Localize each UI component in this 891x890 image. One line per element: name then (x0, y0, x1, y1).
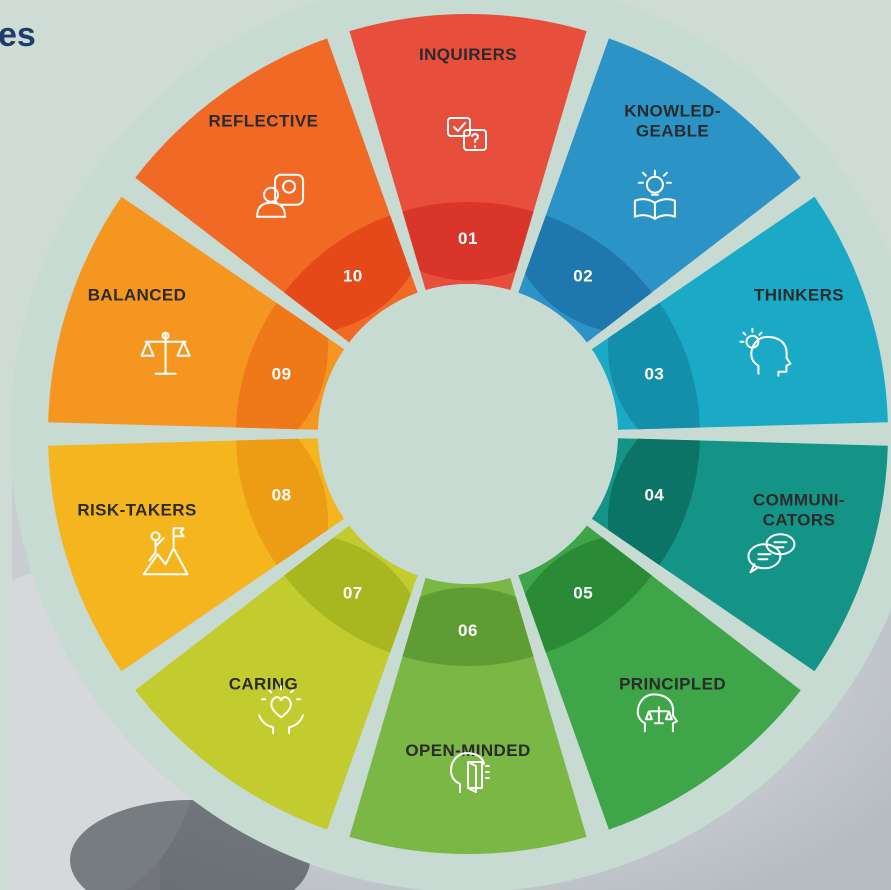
wheel-label-01: INQUIRERS (419, 45, 517, 64)
wheel-tab-03 (607, 302, 700, 430)
wheel-label-09: BALANCED (88, 285, 187, 304)
head-scales-icon (636, 693, 678, 733)
wheel-label-line: GEABLE (636, 121, 709, 140)
wheel-tab-07 (284, 537, 411, 653)
wheel-label-05: PRINCIPLED (619, 675, 726, 694)
wheel-number-tabs: 01 02 03 04 05 06 07 08 09 10 (236, 202, 700, 667)
wheel-number-07: 07 (343, 584, 363, 603)
wheel-label-10: REFLECTIVE (209, 111, 319, 130)
wheel-label-02: KNOWLED-GEABLE (624, 101, 721, 140)
wheel-label-04: COMMUNI-CATORS (753, 491, 845, 530)
wheel-label-line: OPEN-MINDED (405, 741, 530, 760)
wheel-label-line: INQUIRERS (419, 45, 517, 64)
climber-flag-icon (142, 527, 189, 576)
person-mirror-icon (256, 173, 305, 218)
wheel-label-line: PRINCIPLED (619, 675, 726, 694)
open-head-door-icon (450, 752, 490, 793)
wheel-tab-08 (236, 438, 329, 566)
wheel-label-08: RISK-TAKERS (77, 501, 196, 520)
wheel-label-line: REFLECTIVE (209, 111, 319, 130)
page-title-fragment: es (0, 16, 36, 54)
wheel-tab-05 (525, 537, 652, 653)
wheel-number-06: 06 (458, 621, 478, 640)
wheel-tab-10 (284, 215, 411, 331)
wheel-number-04: 04 (644, 486, 664, 505)
wheel-tab-06 (402, 587, 534, 667)
background-mint-edge (0, 410, 12, 890)
wheel-number-08: 08 (272, 486, 292, 505)
wheel-hub (318, 284, 618, 584)
wheel-number-03: 03 (644, 364, 664, 383)
wheel-label-line: KNOWLED- (624, 101, 721, 120)
wheel-labels: INQUIRERSKNOWLED-GEABLETHINKERSCOMMUNI-C… (77, 45, 845, 760)
book-lightbulb-icon (633, 169, 676, 220)
wheel-label-line: CATORS (763, 511, 836, 530)
wheel-number-01: 01 (458, 229, 478, 248)
wheel-label-line: THINKERS (754, 285, 844, 304)
wheel-tab-02 (525, 215, 652, 331)
head-idea-icon (739, 327, 792, 377)
wheel-label-line: BALANCED (88, 285, 187, 304)
wheel-tab-04 (607, 438, 700, 566)
question-chat-icon (447, 117, 487, 151)
wheel-label-07: CARING (229, 675, 298, 694)
wheel-tab-01 (402, 202, 534, 281)
wheel-label-line: RISK-TAKERS (77, 501, 196, 520)
wheel-label-line: CARING (229, 675, 298, 694)
wheel-label-line: COMMUNI- (753, 491, 845, 510)
heart-hands-icon (258, 685, 305, 735)
wheel-number-02: 02 (573, 266, 593, 285)
wheel-label-03: THINKERS (754, 285, 844, 304)
speech-bubbles-icon (747, 533, 796, 574)
wheel-label-06: OPEN-MINDED (405, 741, 530, 760)
wheel-number-10: 10 (343, 266, 363, 285)
wheel-icons (140, 117, 796, 793)
wheel-number-09: 09 (272, 364, 292, 383)
wheel-number-05: 05 (573, 584, 593, 603)
balance-scale-icon (140, 331, 191, 375)
wheel-tab-09 (236, 302, 329, 430)
